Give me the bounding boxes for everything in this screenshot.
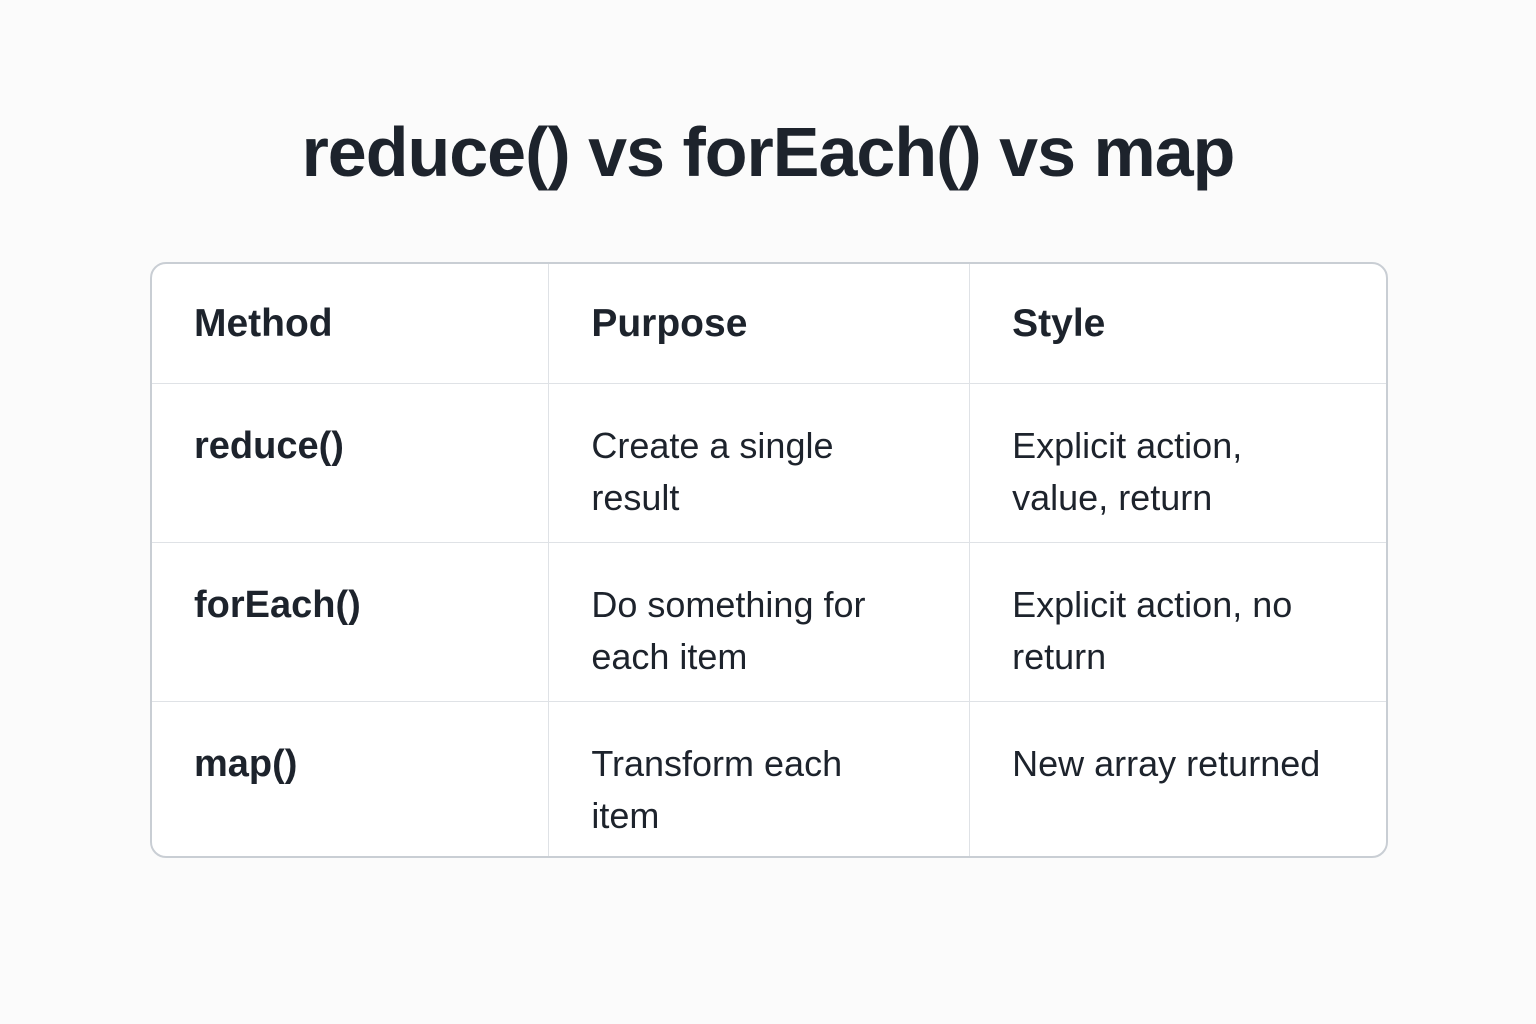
table-row-map-style: New array returned bbox=[970, 702, 1386, 856]
cell-text: New array returned bbox=[1012, 743, 1321, 784]
column-header-purpose: Purpose bbox=[549, 264, 971, 384]
cell-text: Do something for each item bbox=[591, 584, 866, 677]
table-row-reduce-purpose: Create a single result bbox=[549, 384, 971, 543]
page-title: reduce() vs forEach() vs map bbox=[301, 113, 1236, 191]
cell-text: Explicit action, value, return bbox=[1012, 425, 1243, 518]
table-row-map-method: map() bbox=[152, 702, 550, 856]
column-header-method: Method bbox=[152, 264, 550, 384]
table-row-foreach-purpose: Do something for each item bbox=[549, 543, 971, 702]
column-header-style: Style bbox=[970, 264, 1386, 384]
table-row-foreach-method: forEach() bbox=[152, 543, 550, 702]
cell-text: Create a single result bbox=[591, 425, 834, 518]
table-row-reduce-style: Explicit action, value, return bbox=[970, 384, 1386, 543]
table-row-reduce-method: reduce() bbox=[152, 384, 550, 543]
cell-text: Transform each item bbox=[591, 743, 843, 836]
comparison-table: Method Purpose Style reduce() Create a s… bbox=[150, 262, 1388, 858]
table-row-map-purpose: Transform each item bbox=[549, 702, 971, 856]
table-row-foreach-style: Explicit action, no return bbox=[970, 543, 1386, 702]
cell-text: Explicit action, no return bbox=[1012, 584, 1293, 677]
